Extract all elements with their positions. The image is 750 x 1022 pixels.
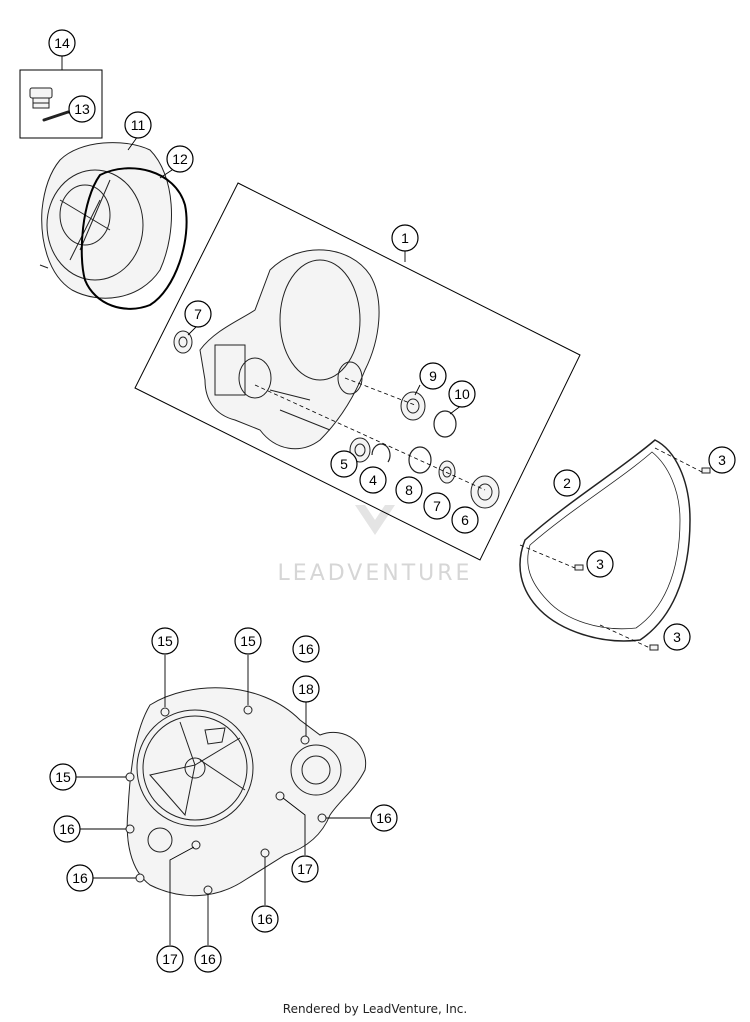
callout-2: 2: [553, 469, 581, 497]
bearing-9: [400, 391, 426, 421]
svg-text:7: 7: [433, 498, 441, 514]
svg-text:16: 16: [200, 951, 216, 967]
svg-text:16: 16: [59, 821, 75, 837]
callout-15b: 15: [234, 627, 262, 655]
svg-text:5: 5: [340, 456, 348, 472]
snap-ring-8: [408, 446, 432, 474]
inner-clutch-cover: [199, 249, 380, 450]
leader-lines: [67, 109, 463, 945]
callout-15c: 15: [49, 763, 77, 791]
callout-17b: 17: [156, 945, 184, 973]
callout-6: 6: [451, 506, 479, 534]
dowel-pin-3a: [654, 447, 711, 474]
callout-16d: 16: [370, 804, 398, 832]
svg-text:10: 10: [454, 386, 470, 402]
svg-text:2: 2: [563, 475, 571, 491]
callout-11: 11: [124, 111, 152, 139]
callout-16e: 16: [251, 905, 279, 933]
svg-text:15: 15: [157, 633, 173, 649]
svg-text:18: 18: [298, 681, 314, 697]
svg-text:16: 16: [376, 810, 392, 826]
footer-credit: Rendered by LeadVenture, Inc.: [282, 1002, 468, 1016]
bearing-6: [470, 475, 500, 509]
snap-ring-10: [433, 410, 457, 438]
svg-text:3: 3: [718, 452, 726, 468]
dowel-pin-3c: [599, 624, 659, 651]
svg-text:6: 6: [461, 512, 469, 528]
assembled-clutch-cover: [125, 687, 367, 897]
callout-8: 8: [395, 476, 423, 504]
callout-13: 13: [68, 95, 96, 123]
watermark-text: LEADVENTURE: [278, 561, 473, 586]
svg-text:1: 1: [401, 230, 409, 246]
svg-text:11: 11: [131, 117, 146, 133]
callout-5: 5: [330, 450, 358, 478]
outer-cover-gasket: [80, 167, 188, 310]
callout-3b: 3: [586, 550, 614, 578]
callout-7b: 7: [423, 492, 451, 520]
callout-3c: 3: [663, 623, 691, 651]
svg-text:15: 15: [240, 633, 256, 649]
svg-text:16: 16: [257, 911, 273, 927]
callout-18: 18: [292, 675, 320, 703]
snap-ring-4: [371, 443, 391, 463]
callout-4: 4: [359, 466, 387, 494]
callout-15a: 15: [151, 627, 179, 655]
svg-text:7: 7: [194, 306, 202, 322]
callout-16c: 16: [66, 864, 94, 892]
oil-filler-plug: [29, 87, 53, 109]
callout-17a: 17: [291, 855, 319, 883]
outer-clutch-cover: [39, 142, 172, 299]
o-ring-small: [42, 110, 70, 122]
svg-text:9: 9: [429, 368, 437, 384]
svg-text:3: 3: [673, 629, 681, 645]
svg-text:17: 17: [297, 861, 313, 877]
callout-7a: 7: [184, 300, 212, 328]
callout-14: 14: [48, 29, 76, 57]
seal-ring-7a: [173, 330, 193, 354]
callout-10: 10: [448, 380, 476, 408]
svg-text:3: 3: [596, 556, 604, 572]
callout-16f: 16: [194, 945, 222, 973]
seal-ring-5: [349, 437, 371, 463]
clutch-cover-gasket: [519, 439, 691, 642]
svg-text:16: 16: [72, 870, 88, 886]
svg-text:15: 15: [55, 769, 71, 785]
svg-text:13: 13: [74, 101, 90, 117]
callout-12: 12: [166, 145, 194, 173]
callout-1: 1: [391, 224, 419, 252]
svg-text:17: 17: [162, 951, 178, 967]
seal-ring-7b: [438, 460, 456, 484]
svg-text:16: 16: [298, 641, 314, 657]
callout-9: 9: [419, 362, 447, 390]
callout-16b: 16: [53, 815, 81, 843]
oil-plug-kit-box: [19, 55, 103, 139]
callout-16a: 16: [292, 635, 320, 663]
dowel-pin-3b: [519, 544, 584, 571]
bolt-heads: [125, 705, 327, 895]
svg-text:14: 14: [54, 35, 70, 51]
svg-text:8: 8: [405, 482, 413, 498]
svg-text:4: 4: [369, 472, 377, 488]
callout-3a: 3: [708, 446, 736, 474]
svg-text:12: 12: [172, 151, 188, 167]
